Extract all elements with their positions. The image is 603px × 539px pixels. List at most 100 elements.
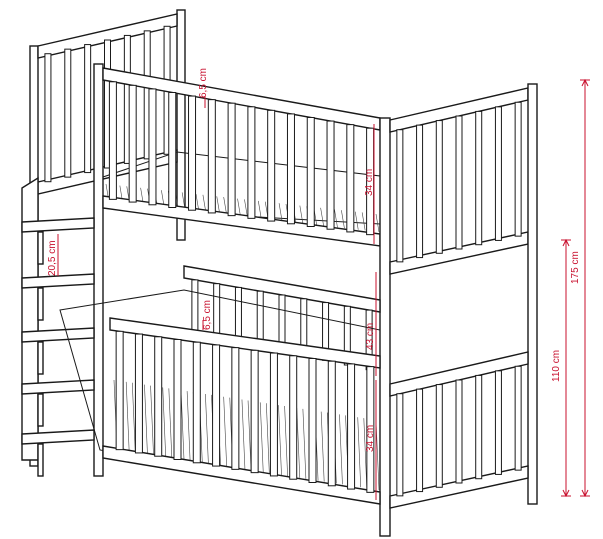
lower-front-slat <box>250 349 259 474</box>
upper-right-slat <box>514 101 522 237</box>
lower-front-guardrail <box>102 317 381 505</box>
lower-mattress-line <box>125 381 130 452</box>
lower-front-slat <box>269 352 278 477</box>
upper-right-slat <box>455 115 463 250</box>
ladder-step <box>21 327 95 343</box>
lower-right-slat <box>416 388 424 493</box>
lower-mattress-line <box>339 414 343 485</box>
upper-front-slats <box>108 81 375 236</box>
dim-lower-rail-gap: 6,5 cm <box>202 300 213 330</box>
dim-top-rail-gap-label: 6,5 cm <box>198 68 209 98</box>
lower-mattress-line <box>302 408 307 479</box>
upper-front-guardrail <box>102 67 381 247</box>
lower-mattress-line <box>223 396 227 467</box>
lower-mattress-line <box>168 388 173 459</box>
lower-front-slat <box>212 344 221 467</box>
upper-mattress-line <box>375 213 380 233</box>
lower-mattress-line <box>259 402 264 473</box>
lower-front-slat <box>289 355 298 480</box>
lower-right-slat <box>514 365 522 471</box>
lower-mattress-line <box>247 400 252 471</box>
upper-front-slat <box>227 102 236 217</box>
front-right-post <box>379 117 391 537</box>
dim-lower-rail-gap-label: 6,5 cm <box>202 300 213 330</box>
lower-mattress-line <box>320 411 325 482</box>
dim-total-height: 175 cm <box>570 78 590 498</box>
upper-mattress-line <box>334 209 338 228</box>
lower-front-slat <box>115 330 124 451</box>
lower-back-slat <box>234 286 242 343</box>
upper-front-slat <box>128 84 137 203</box>
back-slat <box>84 44 92 174</box>
upper-mattress-line <box>237 198 241 217</box>
upper-front-slat <box>188 95 197 211</box>
back-slat <box>44 53 52 183</box>
dim-mid-height: 110 cm <box>551 238 571 498</box>
lower-mattress-line <box>131 382 136 453</box>
dim-upper-guard-height: 34 cm <box>364 124 375 244</box>
lower-back-slat <box>191 279 199 333</box>
front-left-post <box>93 63 104 477</box>
lower-front-slat <box>134 333 143 454</box>
lower-mattress-line <box>357 417 362 488</box>
dim-ladder-step: 20,5 cm <box>47 234 59 276</box>
ladder-step <box>21 429 95 445</box>
upper-mattress-line <box>341 210 345 229</box>
upper-front-slat <box>346 124 355 233</box>
lower-mattress-line <box>205 393 209 464</box>
ladder-step-shadow <box>37 341 44 375</box>
lower-mattress-line <box>363 418 368 489</box>
lower-mattress-line <box>150 385 154 456</box>
dim-mid-guard-height: 43 cm <box>365 272 377 376</box>
lower-mattress-line <box>162 387 167 458</box>
dim-mid-height-label: 110 cm <box>551 350 562 382</box>
ladder-step-shadow <box>37 443 44 477</box>
lower-right-slat <box>494 370 502 475</box>
lower-mattress-line <box>241 399 246 470</box>
upper-right-slat <box>494 106 502 241</box>
upper-front-slat <box>326 120 335 230</box>
ladder-step-shadow <box>37 231 44 265</box>
dim-top-rail-gap: 6,5 cm <box>198 68 209 108</box>
lower-front-slat <box>154 336 163 457</box>
upper-mattress-line <box>299 205 304 224</box>
upper-right-slat <box>396 129 404 263</box>
lower-mattress-line <box>180 390 185 461</box>
upper-front-slat <box>306 117 315 227</box>
dim-total-height-label: 175 cm <box>570 251 581 284</box>
ladder-step-shadow <box>37 393 44 427</box>
upper-front-slat <box>207 99 216 214</box>
ladder-step-shadow <box>37 287 44 321</box>
upper-mattress-line <box>223 197 227 216</box>
lower-front-slat <box>327 360 336 487</box>
upper-right-slat <box>416 124 424 259</box>
lower-right-end <box>389 351 529 509</box>
dim-upper-guard-height-label: 34 cm <box>364 169 375 196</box>
dim-mid-guard-height-label: 43 cm <box>365 323 376 350</box>
lower-front-slat <box>366 366 375 493</box>
lower-mattress-line <box>296 407 301 478</box>
dim-lower-bed-height-label: 34 cm <box>365 425 376 452</box>
ladder-step <box>21 217 95 233</box>
lower-mattress-line <box>278 405 282 476</box>
lower-right-slat <box>435 384 443 488</box>
upper-mattress-line <box>258 200 262 219</box>
lower-front-slat <box>231 347 240 470</box>
upper-front-slat <box>286 113 295 225</box>
upper-right-end <box>389 83 538 505</box>
upper-right-slats <box>396 101 522 263</box>
upper-front-slat <box>267 109 276 222</box>
upper-mattress-line <box>278 203 283 222</box>
upper-mattress-line <box>361 212 366 231</box>
lower-mattress-line <box>266 403 270 474</box>
upper-right-slat <box>475 110 483 246</box>
lower-back-slat <box>256 290 264 347</box>
ladder-step <box>21 379 95 395</box>
upper-front-slat <box>168 92 177 208</box>
upper-front-slat <box>108 81 117 200</box>
lower-front-slat <box>192 341 201 464</box>
dim-ladder-step-label: 20,5 cm <box>47 240 58 276</box>
lower-mattress-line <box>186 391 191 462</box>
upper-mattress-line <box>244 199 248 218</box>
